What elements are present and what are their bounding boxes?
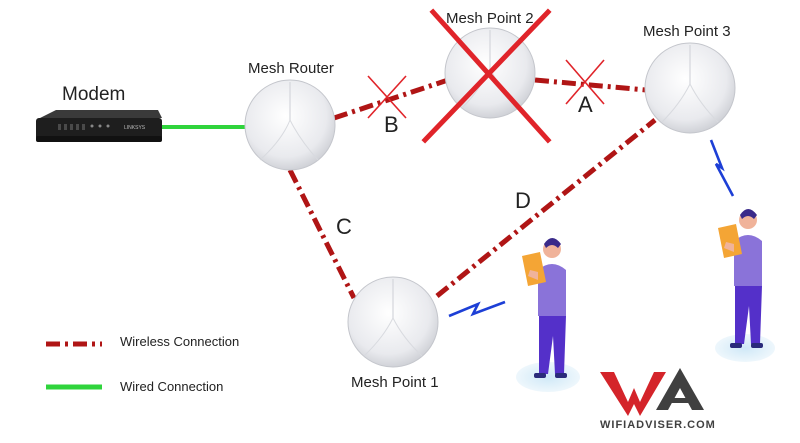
mesh-point-2-label: Mesh Point 2 <box>446 10 534 27</box>
lightning-signal-icon <box>709 139 735 197</box>
x-cross-icon <box>565 59 605 105</box>
brand-wordmark: WIFIADVISER.COM <box>600 419 716 431</box>
link-label-c: C <box>336 214 352 239</box>
link-label-d: D <box>515 188 531 213</box>
modem-brand-text: LINKSYS <box>124 125 146 131</box>
modem-icon: LINKSYS <box>36 110 162 142</box>
wireless-link-b <box>333 77 449 121</box>
wireless-link-a <box>534 77 647 93</box>
legend-wired-label: Wired Connection <box>120 379 224 394</box>
link-label-b: B <box>384 112 399 137</box>
wifiadviser-logo-icon <box>600 368 704 416</box>
link-label-a: A <box>578 92 593 117</box>
mesh-point-1-label: Mesh Point 1 <box>351 374 439 391</box>
person-with-tablet-icon <box>715 209 775 362</box>
mesh-router-label: Mesh Router <box>248 60 334 77</box>
wireless-link-c <box>287 168 357 300</box>
mesh-point-3-label: Mesh Point 3 <box>643 23 731 40</box>
failed-node-x-icon <box>421 8 552 144</box>
brand-site-text: WIFIADVISER.COM <box>600 419 716 431</box>
legend-wireless-label: Wireless Connection <box>120 334 240 349</box>
wireless-link-d <box>435 118 657 298</box>
mesh-point-1-icon <box>347 276 439 368</box>
lightning-signal-icon <box>448 300 506 318</box>
modem-label: Modem <box>62 84 126 105</box>
person-with-tablet-icon <box>516 238 580 392</box>
mesh-router-icon <box>244 79 336 171</box>
x-cross-icon <box>367 75 407 119</box>
mesh-point-3-icon <box>644 42 736 134</box>
